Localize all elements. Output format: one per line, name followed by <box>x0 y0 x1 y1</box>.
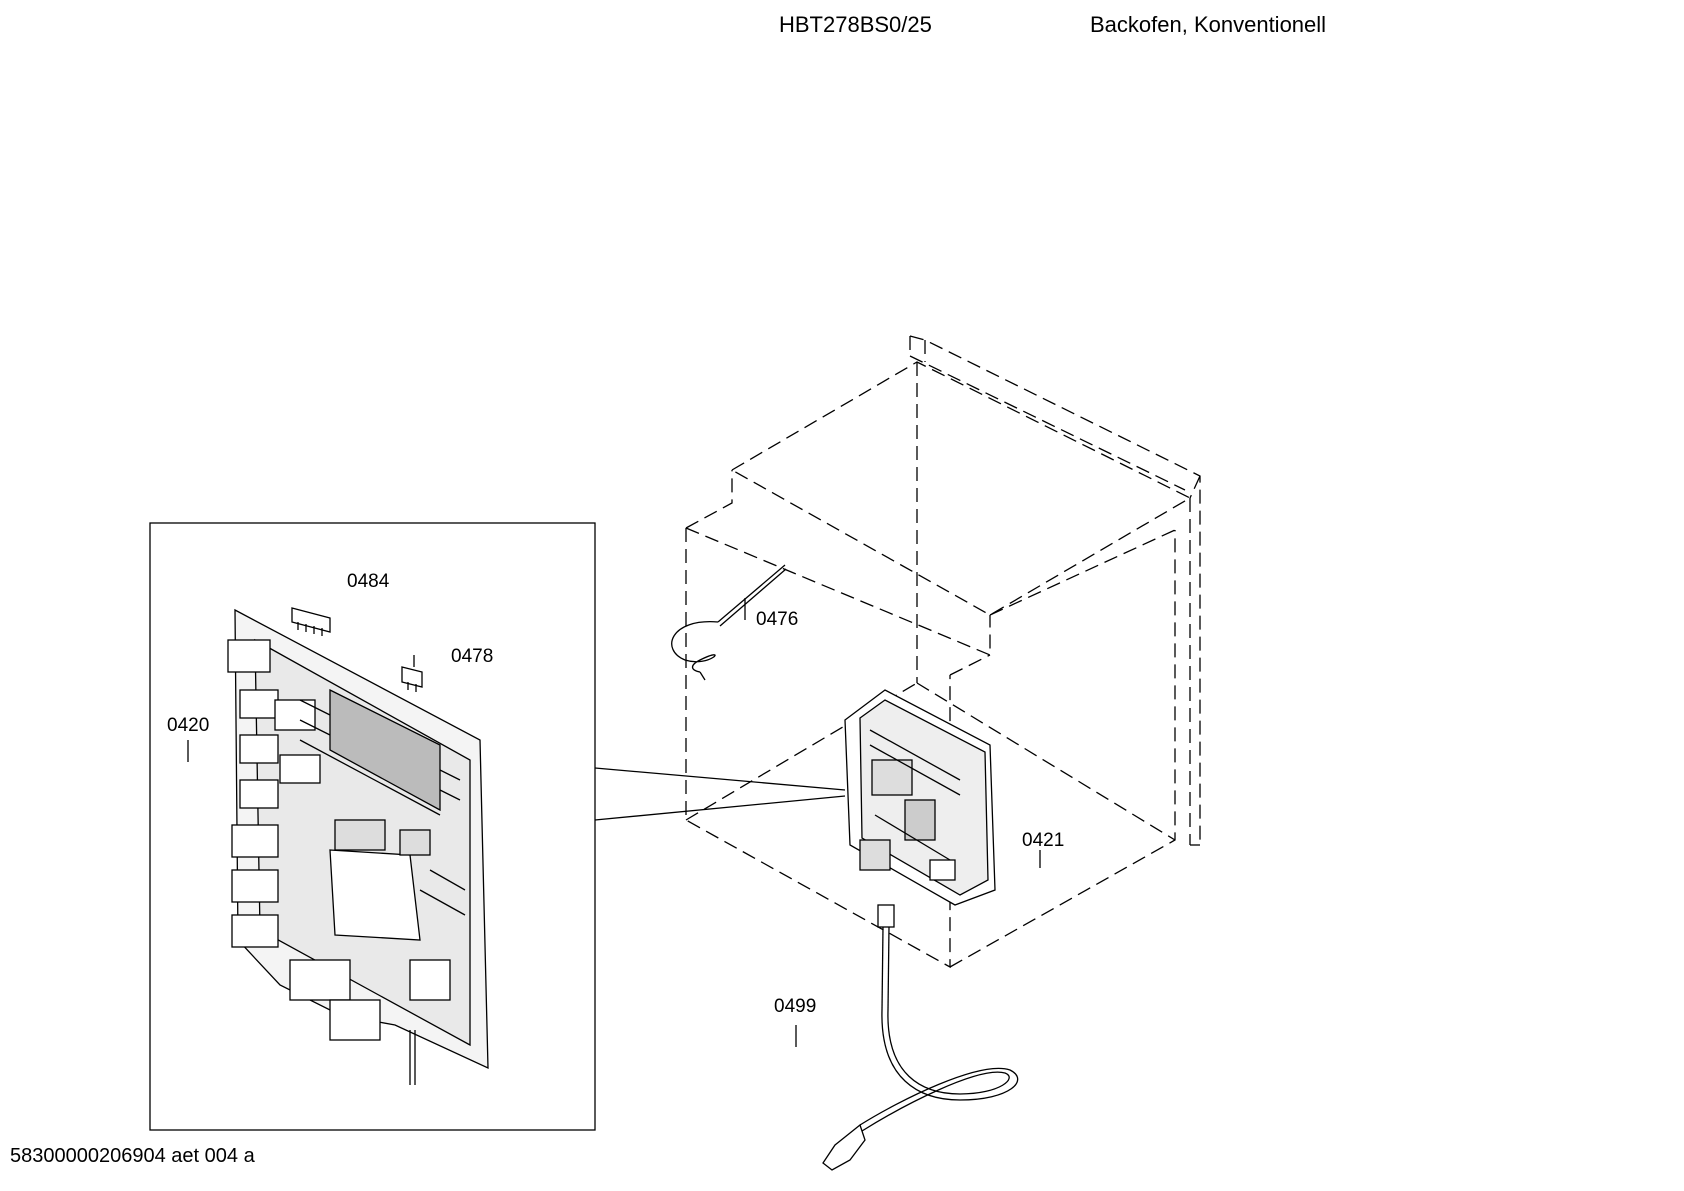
connector-0484 <box>291 607 331 636</box>
document-code: 58300000206904 aet 004 a <box>10 1145 255 1167</box>
connector-0478 <box>401 666 423 692</box>
detail-frame <box>149 522 596 1131</box>
part-label-0420: 0420 <box>167 715 210 736</box>
part-label-0499: 0499 <box>774 996 817 1017</box>
part-label-0476: 0476 <box>756 609 799 630</box>
model-number: HBT278BS0/25 <box>779 12 932 37</box>
temperature-sensor-0476 <box>671 564 787 681</box>
detail-leader-line-upper <box>594 767 846 791</box>
mains-cable-0499 <box>822 904 1019 1171</box>
part-label-0478: 0478 <box>451 646 494 667</box>
part-label-0484: 0484 <box>347 571 390 592</box>
detail-leader-line-lower <box>594 795 846 821</box>
control-board-installed <box>844 689 996 906</box>
appliance-description: Backofen, Konventionell <box>1090 12 1327 37</box>
control-board-detail <box>227 608 489 1085</box>
part-label-0421: 0421 <box>1022 830 1065 851</box>
